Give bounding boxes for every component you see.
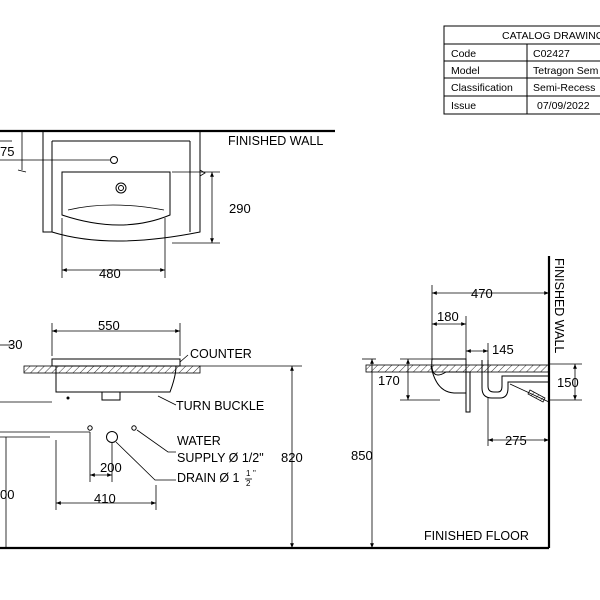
drain-tailpiece — [101, 391, 121, 401]
basin-front — [55, 365, 177, 393]
finished-wall-side-label: FINISHED WALL — [552, 258, 566, 353]
counter-slab — [23, 365, 201, 374]
water-supply-left-icon — [87, 425, 93, 431]
title-row-label: Classification — [451, 82, 513, 94]
drain-hole-icon — [106, 431, 118, 443]
turn-buckle-label: TURN BUCKLE — [176, 399, 264, 413]
title-row-value: Tetragon Sem — [533, 65, 599, 77]
finished-floor-label: FINISHED FLOOR — [424, 529, 529, 543]
dim-front-left-partial: 30 — [8, 337, 22, 352]
svg-text:2: 2 — [246, 479, 251, 488]
title-row-label: Model — [451, 65, 480, 77]
dim-front-left-bottom-partial: 00 — [0, 487, 14, 502]
dim-side-180: 180 — [437, 309, 459, 324]
dim-side-170: 170 — [378, 373, 400, 388]
dim-front-200: 200 — [100, 460, 122, 475]
title-row-value: C02427 — [533, 48, 570, 60]
counter-label: COUNTER — [190, 347, 252, 361]
top-view: FINISHED WALL 75 290 480 — [0, 129, 335, 281]
tap-hole-icon — [110, 156, 118, 164]
dim-side-470: 470 — [471, 286, 493, 301]
dim-side-275: 275 — [505, 433, 527, 448]
dim-side-850: 850 — [351, 448, 373, 463]
side-counter-slab — [365, 364, 550, 373]
title-row-value: 07/09/2022 — [537, 100, 590, 112]
title-row-label: Issue — [451, 100, 476, 112]
front-view: 550 30 COUNTER TURN BUCKLE WATER SUPPLY … — [0, 318, 303, 548]
dim-side-150: 150 — [557, 375, 579, 390]
dim-front-height: 820 — [281, 450, 303, 465]
dim-front-width: 550 — [98, 318, 120, 333]
title-block: CATALOG DRAWING Code C02427 Model Tetrag… — [443, 25, 600, 115]
drain-label: DRAIN Ø 1 — [177, 471, 240, 485]
title-row-value: Semi-Recess — [533, 82, 595, 94]
water-supply-right-icon — [131, 425, 137, 431]
drain-icon — [115, 182, 127, 194]
finished-wall-label: FINISHED WALL — [228, 134, 323, 148]
side-view: FINISHED WALL 470 180 145 170 150 — [351, 256, 582, 548]
title-row-label: Code — [451, 48, 476, 60]
water-label: WATER — [177, 434, 221, 448]
dim-front-410: 410 — [94, 491, 116, 506]
dim-side-145: 145 — [492, 342, 514, 357]
title-block-heading: CATALOG DRAWING — [502, 30, 600, 42]
basin-top-outline — [42, 131, 201, 242]
basin-side — [431, 358, 467, 376]
dim-top-left-partial: 75 — [0, 144, 14, 159]
svg-text:": " — [253, 469, 256, 478]
bowl-top — [61, 171, 171, 226]
water-supply-label: SUPPLY Ø 1/2" — [177, 451, 264, 465]
svg-text:1: 1 — [246, 469, 251, 478]
dim-top-width: 480 — [99, 266, 121, 281]
dim-top-depth: 290 — [229, 201, 251, 216]
side-bracket — [465, 371, 471, 413]
p-trap — [481, 360, 549, 399]
